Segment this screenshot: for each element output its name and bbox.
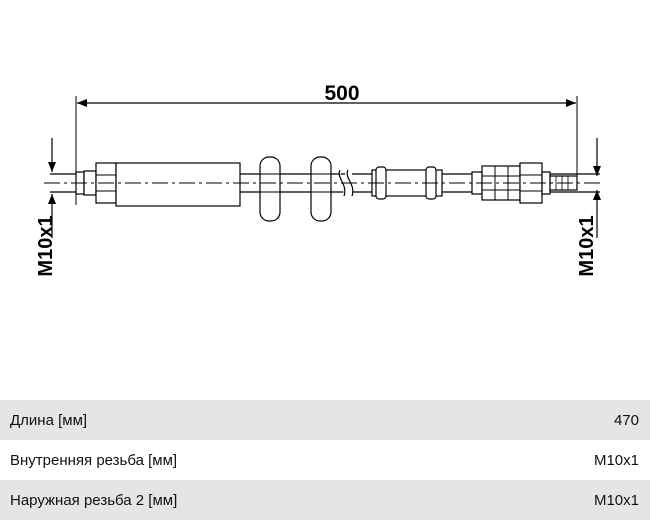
left-thread-label: M10x1 xyxy=(35,215,57,276)
spec-label: Внутренняя резьба [мм] xyxy=(10,451,178,469)
clip-ring-2 xyxy=(310,156,332,222)
spec-row-length: Длина [мм] 470 xyxy=(0,400,650,440)
left-crimp-sleeve xyxy=(115,162,241,207)
technical-drawing-svg: 500 xyxy=(35,82,601,277)
spec-label: Длина [мм] xyxy=(10,411,88,429)
right-thread-label: M10x1 xyxy=(576,215,598,276)
spec-label: Наружная резьба 2 [мм] xyxy=(10,491,178,509)
length-dimension-label: 500 xyxy=(324,82,359,105)
spec-table: Длина [мм] 470 Внутренняя резьба [мм] M1… xyxy=(0,400,650,520)
spec-value: 470 xyxy=(613,411,639,429)
spec-row-inner-thread: Внутренняя резьба [мм] M10x1 xyxy=(0,440,650,480)
spec-value: M10x1 xyxy=(593,451,639,469)
spec-value: M10x1 xyxy=(593,491,639,509)
clip-ring-1 xyxy=(259,156,281,222)
spec-row-outer-thread: Наружная резьба 2 [мм] M10x1 xyxy=(0,480,650,520)
brake-hose-drawing: 500 xyxy=(35,82,601,277)
